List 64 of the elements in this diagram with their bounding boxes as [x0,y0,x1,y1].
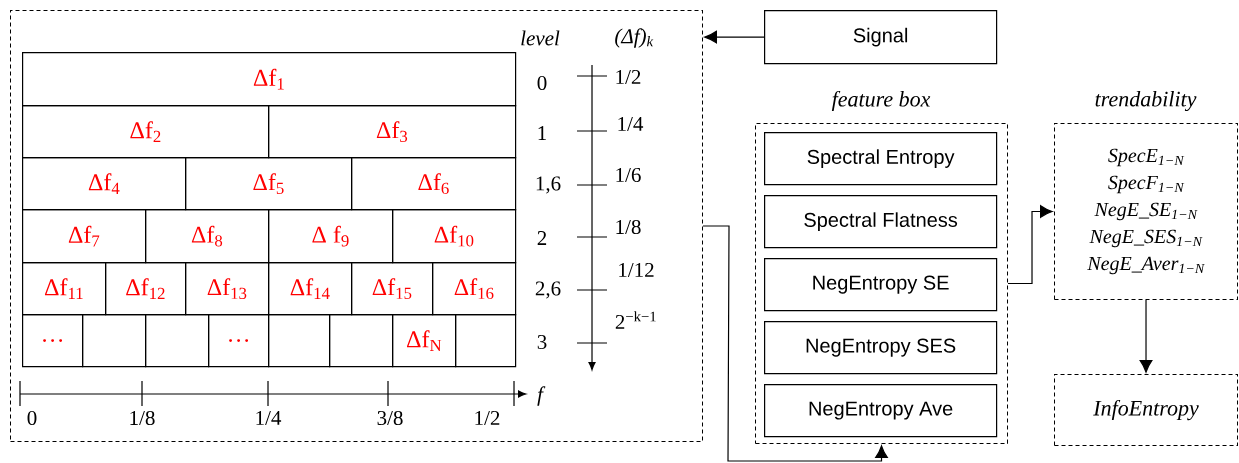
process-box: NegEntropy Ave [764,384,998,438]
dashed-frame [10,10,703,442]
axis-title: level [521,30,560,46]
band-cell: Δf$_{11}$ [22,262,107,316]
arrow [702,225,888,462]
empty-cell [455,314,517,368]
empty-cell [268,314,331,368]
band-cell: Δf$_{6}$ [351,157,517,211]
band-cell: Δ f$_{9}$ [268,209,394,264]
band-cell: … [22,314,84,368]
scale-value: 1/4 [618,116,644,132]
band-cell: … [208,314,270,368]
arrow [1007,205,1053,285]
scale-value: 1/8 [616,219,641,235]
level-value: 1,6 [536,176,561,194]
band-cell: Δf$_{4}$ [22,157,187,211]
band-cell: Δf$_{1}$ [22,52,517,107]
node-label: NegE_SE$_{1−N}$ [1094,202,1198,221]
dashed-group-box: SpecE$_{1−N}$ SpecF$_{1−N}$ NegE_SE$_{1−N}$ NegE_SES$_{1−N}$ NegE_Aver$_{1−N}$ [1054,123,1238,300]
band-cell: Δf$_{15}$ [351,262,434,316]
process-box: Spectral Entropy [764,132,998,186]
node-label: SpecE$_{1−N}$ [1108,148,1185,167]
band-cell: Δf$_{2}$ [22,105,270,159]
level-value: 3 [537,334,547,350]
group-heading: feature box [831,90,931,112]
process-box: Spectral Flatness [764,195,998,249]
tick-label: 1/4 [256,410,282,426]
band-cell: Δf$_{N}$ [392,314,457,368]
band-cell: Δf$_{16}$ [432,262,517,316]
axis-title: (Δf)$_{k}$ [615,28,654,48]
empty-cell [145,314,210,368]
empty-cell [82,314,147,368]
arrow [704,30,765,44]
band-cell: Δf$_{8}$ [145,209,270,264]
node-label: SpecF$_{1−N}$ [1108,175,1185,194]
axis-title: f [537,386,546,406]
band-cell: Δf$_{14}$ [268,262,353,316]
tick-label: 3/8 [377,410,403,426]
process-box: NegEntropy SES [764,321,998,375]
process-box: Signal [764,10,998,65]
tick-label: 0 [27,410,37,426]
scale-value: 2$^{−k−1}$ [615,311,656,329]
scale-value: 1/12 [619,262,654,278]
band-cell: Δf$_{5}$ [185,157,353,211]
level-value: 2,6 [535,281,561,299]
scale-value: 1/2 [616,69,641,85]
scale-value: 1/6 [616,167,641,183]
node-label: NegE_SES$_{1−N}$ [1089,229,1203,248]
level-value: 1 [538,126,546,140]
band-cell: Δf$_{3}$ [268,105,517,159]
node-label: NegE_Aver$_{1−N}$ [1087,256,1205,275]
process-box: NegEntropy SE [764,258,998,312]
dashed-box: InfoEntropy [1054,374,1238,446]
band-cell: Δf$_{10}$ [392,209,517,264]
tick-label: 1/2 [475,410,500,426]
band-cell: Δf$_{13}$ [185,262,270,316]
band-cell: Δf$_{12}$ [105,262,187,316]
level-value: 0 [537,75,547,91]
tick-label: 1/8 [130,410,155,426]
band-cell: Δf$_{7}$ [22,209,147,264]
group-heading: trendability [1095,91,1197,112]
arrow [1139,299,1153,373]
empty-cell [329,314,394,368]
level-value: 2 [537,231,547,245]
